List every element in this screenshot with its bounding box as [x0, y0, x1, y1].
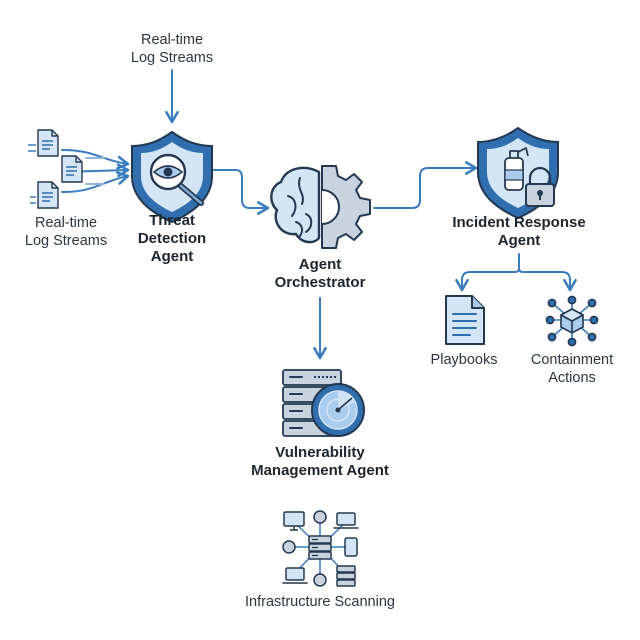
- top-input-label: Real-time Log Streams: [130, 32, 214, 66]
- arrow-threat-to-orchestrator: [211, 169, 270, 215]
- containment-actions-label: Containment Actions: [530, 352, 614, 386]
- incident-response-label: Incident Response Agent: [452, 214, 586, 249]
- branch-incident-right: [518, 267, 577, 292]
- infrastructure-scanning-label: Infrastructure Scanning: [245, 594, 395, 610]
- document-stack-icon: [28, 129, 83, 209]
- arrow-logs-to-threat-3: [61, 171, 130, 193]
- document-icon: [445, 295, 485, 345]
- brain-gear-icon: [270, 165, 371, 249]
- branch-incident-down: [455, 253, 520, 292]
- orchestrator-label: Agent Orchestrator: [274, 256, 366, 291]
- vulnerability-management-label: Vulnerability Management Agent: [251, 444, 389, 479]
- arrow-orchestrator-to-incident: [373, 161, 478, 209]
- shield-magnifier-icon: [131, 130, 213, 224]
- left-input-label: Real-time Log Streams: [24, 215, 108, 249]
- arrow-logs-to-threat-1: [61, 149, 130, 170]
- threat-detection-label: Threat Detection Agent: [137, 212, 207, 265]
- server-radar-icon: [282, 369, 365, 437]
- cube-network-icon: [545, 295, 599, 347]
- shield-extinguisher-lock-icon: [477, 126, 559, 220]
- playbooks-label: Playbooks: [430, 352, 498, 368]
- network-devices-icon: [282, 510, 359, 587]
